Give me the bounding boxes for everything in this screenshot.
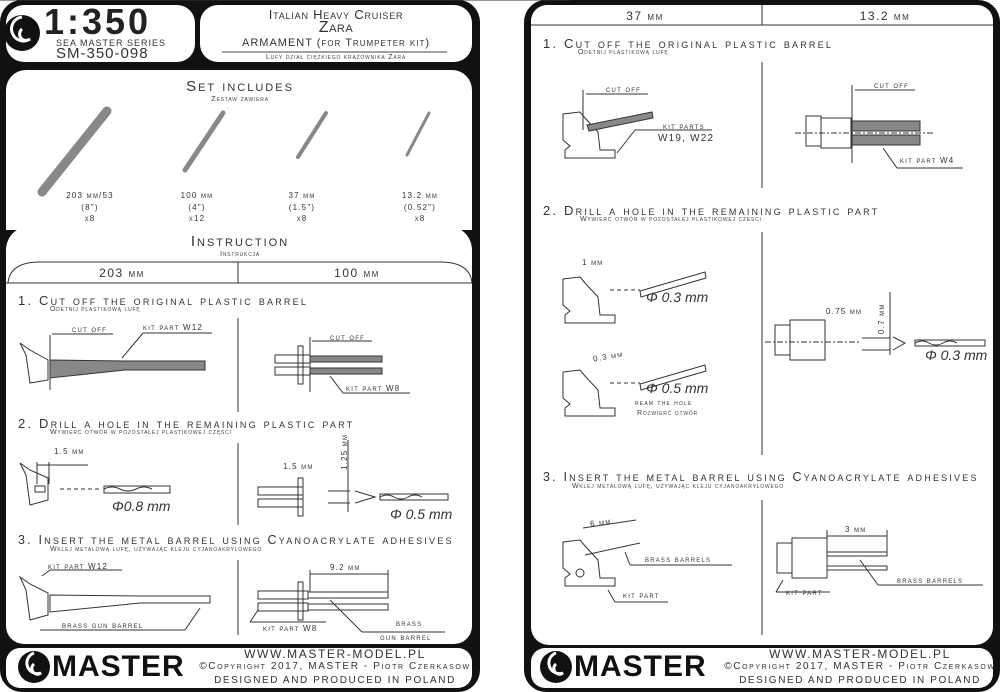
kit-part-label: kit part (623, 591, 660, 600)
dimension-label: 1.5 mm (283, 462, 314, 471)
step-1-title: 1. Cut off the original plastic barrel (543, 36, 834, 51)
drill-size-label: Φ0.8 mm (112, 498, 171, 514)
product-code: SM-350-098 (56, 45, 149, 62)
instruction-title: Instruction (190, 233, 290, 250)
cut-off-label: cut off (874, 81, 909, 90)
gun-barrel-label: gun barrel (380, 633, 432, 642)
step-1-title: 1. Cut off the original plastic barrel (18, 293, 309, 308)
footer-url[interactable]: WWW.MASTER-MODEL.PL (244, 647, 426, 661)
dimension-label: 0.75 mm (826, 307, 863, 316)
ship-name: Zara (318, 19, 354, 36)
kit-part-label: kit part W4 (900, 156, 955, 165)
step-3-subtitle: Wklej metalową lufę, używając kleju cyja… (572, 483, 785, 490)
kit-part-label: kit part W8 (263, 624, 318, 633)
subject-title: ARMAMENT (for Trumpeter kit) (242, 37, 430, 49)
kit-parts-label: kit parts (663, 122, 705, 131)
column-header-13-2: 13.2 mm (859, 9, 911, 23)
kit-part-label: kit part (786, 588, 823, 597)
brass-gun-barrel-label: brass gun barrel (62, 621, 144, 630)
kit-parts-ids: W19, W22 (658, 133, 715, 144)
ream-label-pl: Rozwierć otwór (637, 410, 698, 417)
dimension-label: 3 mm (845, 525, 867, 534)
column-header-203: 203 mm (99, 266, 145, 280)
cut-off-label: cut off (606, 85, 641, 94)
step-1-subtitle: Odetnij plastikową lufę (578, 49, 669, 56)
step-3-subtitle: Wklej metalową lufę, używając kleju cyja… (50, 546, 263, 553)
column-header-37: 37 mm (626, 9, 664, 23)
kit-part-label: kit part W8 (346, 384, 401, 393)
step-1-subtitle: Odetnij plastikową lufę (50, 306, 141, 313)
brass-barrels-label: brass barrels (645, 555, 712, 564)
footer-copyright: ©Copyright 2017, MASTER - Piotr Czerkaso… (724, 661, 996, 672)
step-3-title: 3. Insert the metal barrel using Cyanoac… (543, 470, 979, 484)
set-includes-title-pl: Zestaw zawiera (211, 94, 269, 103)
ream-label: ream the hole (635, 400, 693, 407)
series-label: SEA MASTER SERIES (56, 38, 167, 48)
drill-size-label: Φ 0.5 mm (390, 506, 453, 522)
step-2-subtitle: Wywierć otwór w pozostałej plastikowej c… (580, 216, 762, 223)
step-2-subtitle: Wywierć otwór w pozostałej plastikowej c… (50, 429, 232, 436)
scale-label: 1:350 (44, 1, 152, 42)
cut-off-label: cut off (330, 333, 365, 342)
footer-strip-right (531, 648, 993, 688)
set-includes-title: Set includes (186, 78, 294, 95)
instruction-title-pl: Instrukcja (219, 249, 261, 258)
dimension-label: 1.5 mm (54, 447, 85, 456)
master-logo-icon (540, 651, 572, 683)
footer-url[interactable]: WWW.MASTER-MODEL.PL (769, 647, 951, 661)
cut-off-label: cut off (72, 325, 107, 334)
set-includes-panel (6, 70, 472, 230)
brass-barrels-label: brass barrels (897, 576, 964, 585)
step-3-title: 3. Insert the metal barrel using Cyanoac… (18, 533, 454, 547)
drill-size-label: Φ 0.5 mm (646, 380, 709, 396)
brass-label: brass (396, 619, 423, 628)
kit-part-label: kit part W12 (143, 323, 204, 332)
footer-made-in: DESIGNED AND PRODUCED IN POLAND (739, 675, 981, 686)
instruction-panel (6, 226, 472, 644)
step-2-title: 2. Drill a hole in the remaining plastic… (18, 416, 355, 431)
drill-size-label: Φ 0.3 mm (646, 289, 709, 305)
ship-class: Italian Heavy Cruiser (268, 7, 404, 22)
column-header-100: 100 mm (334, 266, 380, 280)
drill-size-label: Φ 0.3 mm (925, 347, 988, 363)
footer-made-in: DESIGNED AND PRODUCED IN POLAND (214, 675, 456, 686)
dimension-label: 0.7 mm (877, 303, 886, 334)
subject-title-pl: Lufy dział ciężkiego krążownika Zara (265, 54, 407, 61)
dimension-label: 9.2 mm (330, 563, 361, 572)
footer-logo: MASTER (574, 650, 707, 683)
kit-part-label: kit part W12 (48, 562, 109, 571)
footer-strip-left (6, 648, 472, 688)
step-2-title: 2. Drill a hole in the remaining plastic… (543, 203, 880, 218)
footer-copyright: ©Copyright 2017, MASTER - Piotr Czerkaso… (199, 661, 471, 672)
dimension-label: 1 mm (582, 258, 604, 267)
footer-logo: MASTER (52, 650, 185, 683)
